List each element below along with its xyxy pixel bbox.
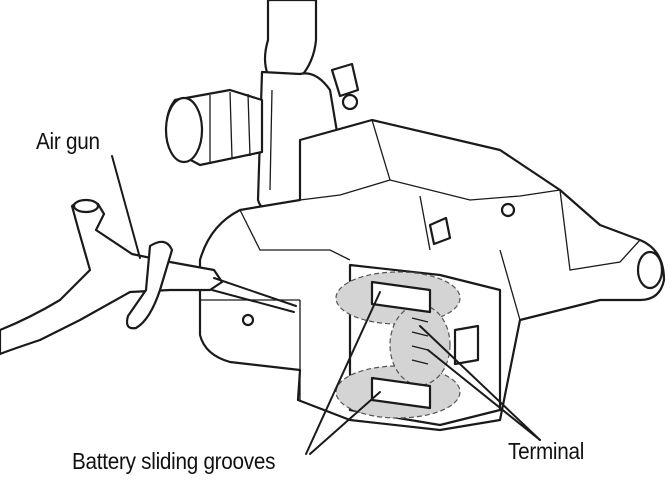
groove-leader-bottom [309,391,381,455]
terminal-leader-b [427,349,541,441]
motor-housing [164,88,264,167]
air-gun-leader [111,155,141,259]
battery-grooves-label: Battery sliding grooves [72,448,276,474]
terminal-label: Terminal [508,438,585,464]
battery-mount [335,263,502,427]
leader-lines [111,155,541,455]
air-gun-icon [0,198,297,356]
groove-leader-top [305,291,381,455]
air-gun-label: Air gun [36,128,100,154]
terminal-leader-a [419,325,541,441]
terminal-highlight [389,304,451,386]
